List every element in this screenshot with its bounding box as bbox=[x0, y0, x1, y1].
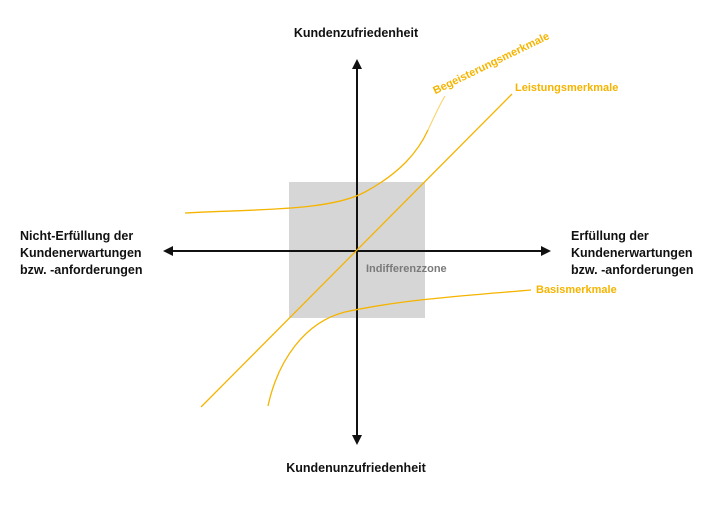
non-fulfillment-label-line-3: bzw. -anforderungen bbox=[20, 263, 143, 277]
non-fulfillment-label-line-2: Kundenerwartungen bbox=[20, 246, 142, 260]
basis-curve bbox=[267, 289, 532, 407]
fulfillment-label-line-2: Kundenerwartungen bbox=[571, 246, 693, 260]
dissatisfaction-axis-label: Kundenunzufriedenheit bbox=[286, 461, 426, 475]
non-fulfillment-axis-label: Nicht-Erfüllung der Kundenerwartungen bz… bbox=[20, 228, 142, 279]
begeisterung-curve-upper bbox=[427, 95, 446, 131]
indifference-zone-label: Indifferenzzone bbox=[366, 263, 447, 275]
non-fulfillment-label-line-1: Nicht-Erfüllung der bbox=[20, 229, 134, 243]
satisfaction-axis-label: Kundenzufriedenheit bbox=[293, 26, 419, 40]
basis-label: Basismerkmale bbox=[536, 284, 617, 296]
leistung-curve bbox=[200, 93, 513, 408]
leistung-label: Leistungsmerkmale bbox=[515, 82, 619, 94]
fulfillment-label-line-3: bzw. -anforderungen bbox=[571, 263, 694, 277]
fulfillment-axis-label: Erfüllung der Kundenerwartungen bzw. -an… bbox=[571, 228, 693, 279]
begeisterung-curve bbox=[184, 129, 429, 214]
fulfillment-label-line-1: Erfüllung der bbox=[571, 229, 649, 243]
